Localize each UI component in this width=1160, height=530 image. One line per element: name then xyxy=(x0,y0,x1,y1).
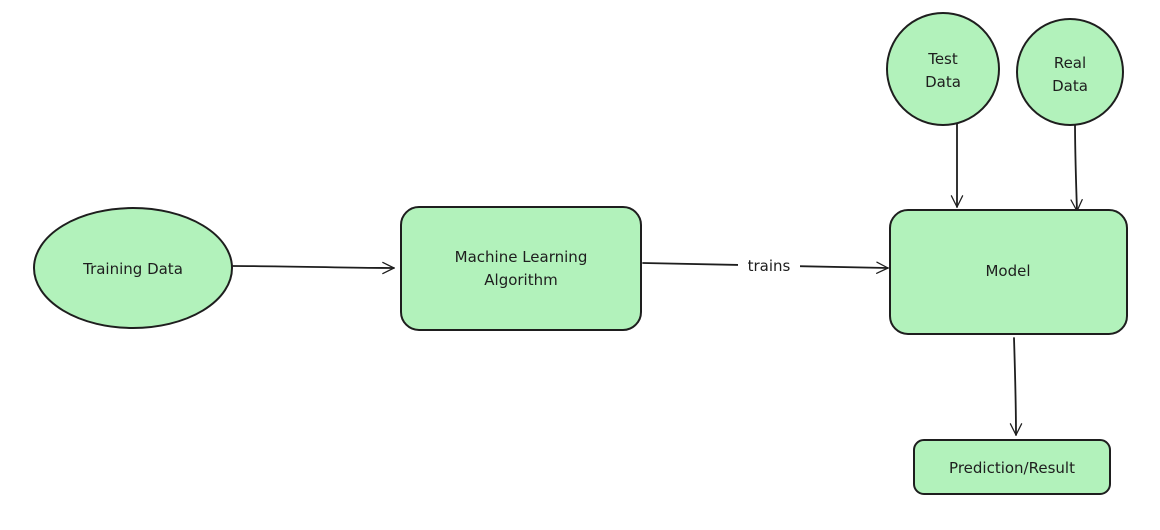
edge-model-to-prediction xyxy=(1009,337,1023,436)
node-model[interactable]: Model xyxy=(889,209,1128,335)
edge-label-trains: trains xyxy=(748,257,791,275)
node-training-data-label: Training Data xyxy=(82,260,183,278)
edge-algorithm-to-model: trains xyxy=(642,254,889,278)
node-model-label: Model xyxy=(985,262,1030,280)
node-training-data[interactable]: Training Data xyxy=(33,207,233,329)
node-prediction-result-shape xyxy=(913,439,1111,495)
edge-label-background xyxy=(738,254,800,278)
node-model-shape xyxy=(889,209,1128,335)
node-real-data[interactable]: Real Data xyxy=(1016,18,1124,126)
node-ml-algorithm-label-line1: Machine Learning xyxy=(455,248,588,266)
node-real-data-label-line2: Data xyxy=(1052,77,1088,95)
node-training-data-shape xyxy=(33,207,233,329)
node-test-data-label-line2: Data xyxy=(925,73,961,91)
node-ml-algorithm-label-line2: Algorithm xyxy=(484,271,557,289)
node-test-data[interactable]: Test Data xyxy=(886,12,1000,126)
node-real-data-label-line1: Real xyxy=(1054,54,1086,72)
node-real-data-shape xyxy=(1016,18,1124,126)
node-prediction-result[interactable]: Prediction/Result xyxy=(913,439,1111,495)
edge-real-data-to-model xyxy=(1070,120,1083,212)
edge-training-to-algorithm xyxy=(232,261,395,275)
node-test-data-shape xyxy=(886,12,1000,126)
node-ml-algorithm[interactable]: Machine Learning Algorithm xyxy=(400,206,642,331)
node-test-data-label-line1: Test xyxy=(927,50,958,68)
node-ml-algorithm-shape xyxy=(400,206,642,331)
node-prediction-result-label: Prediction/Result xyxy=(949,459,1075,477)
